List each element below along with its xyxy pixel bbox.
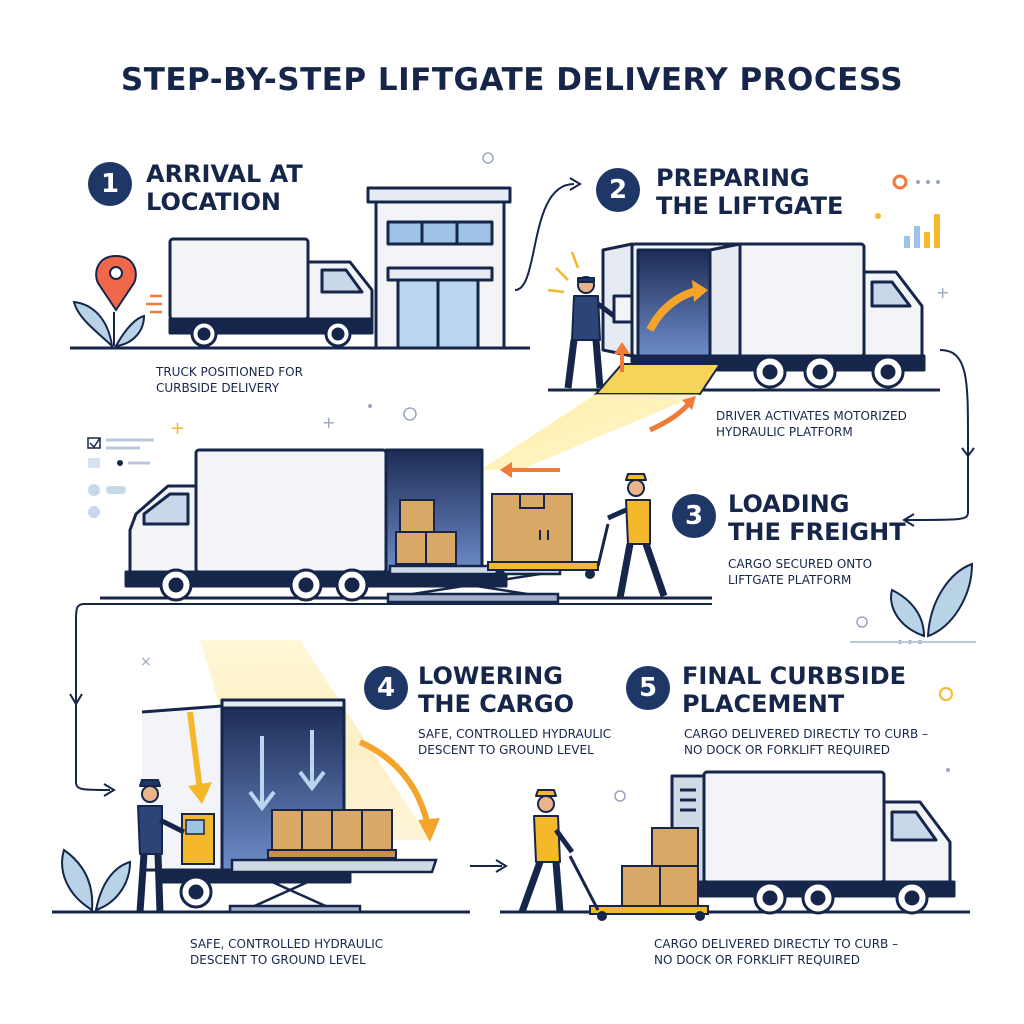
leaf-icon — [61, 848, 132, 912]
caption-line: LIFTGATE PLATFORM — [728, 573, 852, 587]
leaf-icon — [890, 562, 974, 638]
svg-text:×: × — [140, 654, 152, 670]
step-number-badge: 3 — [672, 494, 716, 538]
step-caption: SAFE, CONTROLLED HYDRAULIC DESCENT TO GR… — [418, 726, 611, 758]
delivery-truck — [601, 242, 926, 389]
step-title-line: FINAL CURBSIDE — [682, 662, 907, 690]
step-title-line: LOCATION — [146, 188, 281, 216]
svg-text:+: + — [322, 413, 335, 432]
step-title-line: PLACEMENT — [682, 690, 845, 718]
caption-line: CARGO DELIVERED DIRECTLY TO CURB – — [654, 937, 899, 951]
step1-scene — [70, 186, 530, 350]
step-caption: TRUCK POSITIONED FOR CURBSIDE DELIVERY — [156, 364, 303, 396]
step-title: ARRIVAL AT LOCATION — [146, 160, 303, 216]
caption-line: TRUCK POSITIONED FOR — [156, 365, 303, 379]
caption-line: SAFE, CONTROLLED HYDRAULIC — [190, 937, 384, 951]
caption-line: DRIVER ACTIVATES MOTORIZED — [716, 409, 907, 423]
worker-figure — [564, 276, 616, 389]
caption-line: HYDRAULIC PLATFORM — [716, 425, 853, 439]
worker-figure — [136, 779, 186, 913]
step-caption: CARGO DELIVERED DIRECTLY TO CURB – NO DO… — [684, 726, 928, 758]
step-number-badge: 1 — [88, 162, 132, 206]
caption-line: SAFE, CONTROLLED HYDRAULIC — [418, 727, 612, 741]
step-title: FINAL CURBSIDE PLACEMENT — [682, 662, 906, 718]
step3-scene: + + — [87, 404, 976, 644]
step-title-line: PREPARING — [656, 164, 810, 192]
step-number-badge: 4 — [364, 666, 408, 710]
caption-line: NO DOCK OR FORKLIFT REQUIRED — [654, 953, 861, 967]
delivery-truck — [124, 448, 508, 602]
step-title: LOWERING THE CARGO — [418, 662, 574, 718]
leaf-icon — [72, 300, 146, 349]
step-caption-bottom: SAFE, CONTROLLED HYDRAULIC DESCENT TO GR… — [190, 936, 383, 968]
delivery-truck — [670, 770, 956, 915]
step-title-line: ARRIVAL AT — [146, 160, 303, 188]
step4-scene: × — [52, 640, 470, 914]
step2-scene — [547, 242, 940, 395]
caption-line: DESCENT TO GROUND LEVEL — [190, 953, 366, 967]
worker-figure — [606, 473, 668, 599]
svg-text:+: + — [170, 418, 185, 439]
step5-scene — [500, 687, 970, 921]
step-title-line: THE FREIGHT — [728, 518, 906, 546]
step-title-line: THE LIFTGATE — [656, 192, 844, 220]
checklist-icon — [87, 437, 154, 518]
caption-line: CARGO DELIVERED DIRECTLY TO CURB – — [684, 727, 929, 741]
caption-line: DESCENT TO GROUND LEVEL — [418, 743, 594, 757]
caption-line: CARGO SECURED ONTO — [728, 557, 873, 571]
location-pin-icon — [95, 254, 137, 312]
step-caption-bottom: CARGO DELIVERED DIRECTLY TO CURB – NO DO… — [654, 936, 898, 968]
bar-chart-icon — [904, 214, 940, 248]
delivery-truck — [168, 237, 374, 348]
step-caption: DRIVER ACTIVATES MOTORIZED HYDRAULIC PLA… — [716, 408, 907, 440]
step-title-line: LOWERING — [418, 662, 563, 690]
step-title: LOADING THE FREIGHT — [728, 490, 906, 546]
step-title-line: LOADING — [728, 490, 850, 518]
step-caption: CARGO SECURED ONTO LIFTGATE PLATFORM — [728, 556, 872, 588]
step-number-badge: 5 — [626, 666, 670, 710]
svg-text:+: + — [936, 283, 949, 302]
caption-line: CURBSIDE DELIVERY — [156, 381, 280, 395]
building-icon — [366, 186, 512, 350]
step-number-badge: 2 — [596, 168, 640, 212]
worker-figure — [518, 789, 575, 914]
step-title-line: THE CARGO — [418, 690, 574, 718]
step-title: PREPARING THE LIFTGATE — [656, 164, 843, 220]
page-title: STEP-BY-STEP LIFTGATE DELIVERY PROCESS — [120, 62, 904, 98]
caption-line: NO DOCK OR FORKLIFT REQUIRED — [684, 743, 891, 757]
